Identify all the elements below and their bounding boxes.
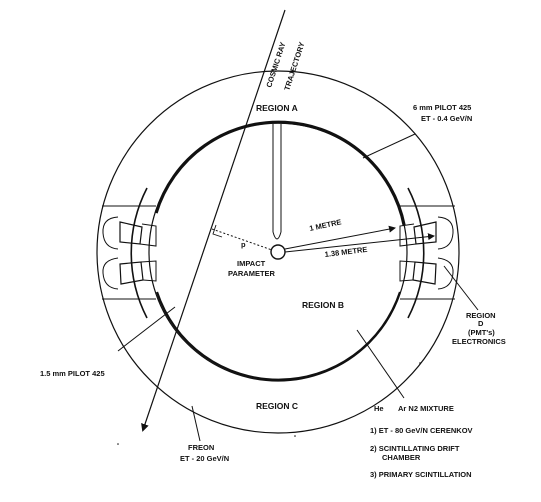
central-support	[272, 124, 282, 240]
left-pmt-upper	[119, 221, 157, 247]
right-pmt-lower	[399, 260, 437, 285]
gas-mixture-leader	[356, 329, 405, 399]
impact-label: IMPACT	[237, 259, 266, 268]
thin-scintillator-arc	[155, 291, 402, 381]
parameter-label: PARAMETER	[228, 269, 276, 278]
region-b-label: REGION B	[302, 300, 344, 310]
legend-item-1: 1) ET - 80 GeV/N CERENKOV	[370, 426, 473, 435]
freon-leader	[191, 405, 201, 442]
right-pmt-upper	[399, 221, 437, 247]
pilot-6mm-leader	[362, 133, 416, 159]
stray-dot	[419, 362, 421, 364]
central-hub	[270, 244, 286, 260]
cosmic-ray-trajectory	[141, 9, 286, 432]
stray-dot	[117, 443, 119, 445]
legend-item-3: 3) PRIMARY SCINTILLATION	[370, 470, 472, 479]
outer-vessel-circle	[96, 70, 460, 434]
impact-parameter-line	[211, 228, 273, 251]
pilot-1-5mm-leader	[117, 306, 176, 352]
freon-label: FREON	[188, 443, 214, 452]
radius-1m-arrow	[284, 225, 396, 250]
left-outer-coupling-arc	[130, 187, 148, 319]
pilot-1-5mm-label: 1.5 mm PILOT 425	[40, 369, 105, 378]
impact-right-angle	[212, 224, 223, 238]
left-electronics-lower	[102, 257, 119, 290]
pmts-label: (PMT's)	[468, 328, 495, 337]
one-metre-label: 1 METRE	[309, 217, 343, 233]
region-c-label: REGION C	[256, 401, 298, 411]
region-d-label: REGION	[466, 311, 496, 320]
left-pmt-lower	[119, 260, 157, 285]
freon-energy-label: ET - 20 GeV/N	[180, 454, 229, 463]
region-d-letter: D	[478, 319, 484, 328]
pilot-6mm-label: 6 mm PILOT 425	[413, 103, 471, 112]
stray-dot	[294, 435, 296, 437]
trajectory-label: TRAJECTORY	[282, 41, 306, 92]
gas-he-label: He	[374, 404, 384, 413]
legend-item-2: 2) SCINTILLATING DRIFT	[370, 444, 460, 453]
region-a-label: REGION A	[256, 103, 298, 113]
electronics-label: ELECTRONICS	[452, 337, 506, 346]
right-outer-coupling-arc	[407, 187, 425, 319]
gas-mixture-label: Ar N2 MIXTURE	[398, 404, 454, 413]
left-electronics-upper	[102, 216, 119, 250]
radius-138m-arrow	[284, 233, 435, 253]
p-symbol: p	[241, 240, 246, 249]
thick-scintillator-arc	[154, 120, 406, 226]
pilot-6mm-energy: ET - 0.4 GeV/N	[421, 114, 472, 123]
legend-item-2b: CHAMBER	[382, 453, 421, 462]
right-electronics-upper	[437, 216, 454, 250]
region-d-leader	[443, 265, 479, 311]
right-electronics-lower	[437, 257, 454, 290]
